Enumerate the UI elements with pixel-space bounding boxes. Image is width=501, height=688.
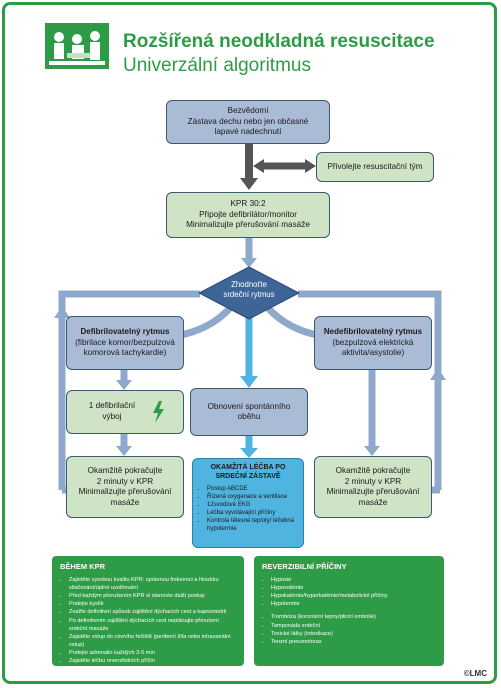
list-item: Trombóza (koronární tepny/plicní embolie… — [271, 613, 436, 621]
list-item: Tenzní pneumotorax — [271, 638, 436, 646]
list-item: Řízená oxygenace a ventilace — [207, 493, 297, 501]
list-item: Zvažte definitivní způsob zajištění dých… — [69, 608, 236, 616]
list-item: Po definitivním zajištění dýchacích cest… — [69, 617, 236, 633]
reversible-causes-panel: REVERZIBILNÍ PŘÍČINY Hypoxie Hypovolémie… — [254, 556, 444, 666]
nonshockable-rhythm-box: Nedefibrilovatelný rytmus (bezpulzová el… — [314, 316, 432, 370]
during-cpr-panel: BĚHEM KPR Zajistěte vysokou kvalitu KPR:… — [52, 556, 244, 666]
rosc-box: Obnovení spontánního oběhu — [190, 388, 308, 436]
during-cpr-title: BĚHEM KPR — [60, 562, 106, 571]
shock-label: 1 defibrilační — [88, 401, 136, 410]
list-item: Hypovolémie — [271, 584, 436, 592]
list-item: Zajistěte vysokou kvalitu KPR: správnou … — [69, 576, 236, 592]
list-item: Zajistěte léčbu reverzibilních příčin — [69, 657, 236, 665]
call-team-box: Přivolejte resuscitační tým — [316, 152, 434, 182]
list-item: Postup ABCDE — [207, 485, 297, 493]
list-item: Podejte kyslík — [69, 600, 236, 608]
list-item: Hypotermie — [271, 600, 436, 608]
list-item: Toxické látky (intoxikace) — [271, 630, 436, 638]
list-item: Zajistěte vstup do cévního řečiště (peri… — [69, 633, 236, 649]
list-item: Hypoxie — [271, 576, 436, 584]
copyright-mark: ©LMC — [463, 669, 487, 678]
shockable-rhythm-box: Defibrilovatelný rytmus (fibrilace komor… — [66, 316, 184, 370]
list-item: Hypokalémie/hyperkalémie/metabolické pří… — [271, 592, 436, 600]
logo-illustration — [45, 23, 109, 69]
shock-box: 1 defibrilační výboj — [66, 390, 184, 434]
assess-diamond — [198, 266, 300, 320]
post-care-list: Postup ABCDE Řízená oxygenace a ventilac… — [199, 485, 297, 534]
list-item: Před každým přerušením KPR si stanovte d… — [69, 592, 236, 600]
cpr-box: KPR 30:2 Připojte defibrilátor/monitor M… — [166, 192, 330, 238]
reversible-causes-title: REVERZIBILNÍ PŘÍČINY — [262, 562, 347, 571]
start-box: Bezvědomí Zástava dechu nebo jen občasné… — [166, 100, 330, 144]
post-arrest-care-box: OKAMŽITÁ LÉČBA PO SRDEČNÍ ZÁSTAVĚ Postup… — [192, 458, 304, 548]
list-item: Podejte adrenalin každých 3-5 min — [69, 649, 236, 657]
list-item: Léčba vyvolávající příčiny — [207, 509, 297, 517]
resume-cpr-right-box: Okamžitě pokračujte 2 minuty v KPR Minim… — [314, 456, 432, 518]
resume-cpr-left-box: Okamžitě pokračujte 2 minuty v KPR Minim… — [66, 456, 184, 518]
assess-label: Zhodnoťte srdeční rytmus — [223, 280, 275, 299]
poster-title: Rozšířená neodkladná resuscitace — [123, 31, 435, 52]
poster-subtitle: Univerzální algoritmus — [123, 55, 311, 76]
list-item: 12svodové EKG — [207, 501, 297, 509]
list-item: Tamponáda srdeční — [271, 622, 436, 630]
lightning-icon — [153, 401, 164, 423]
list-item: Kontrola tělesné teploty/ léčebná hypote… — [207, 517, 297, 533]
